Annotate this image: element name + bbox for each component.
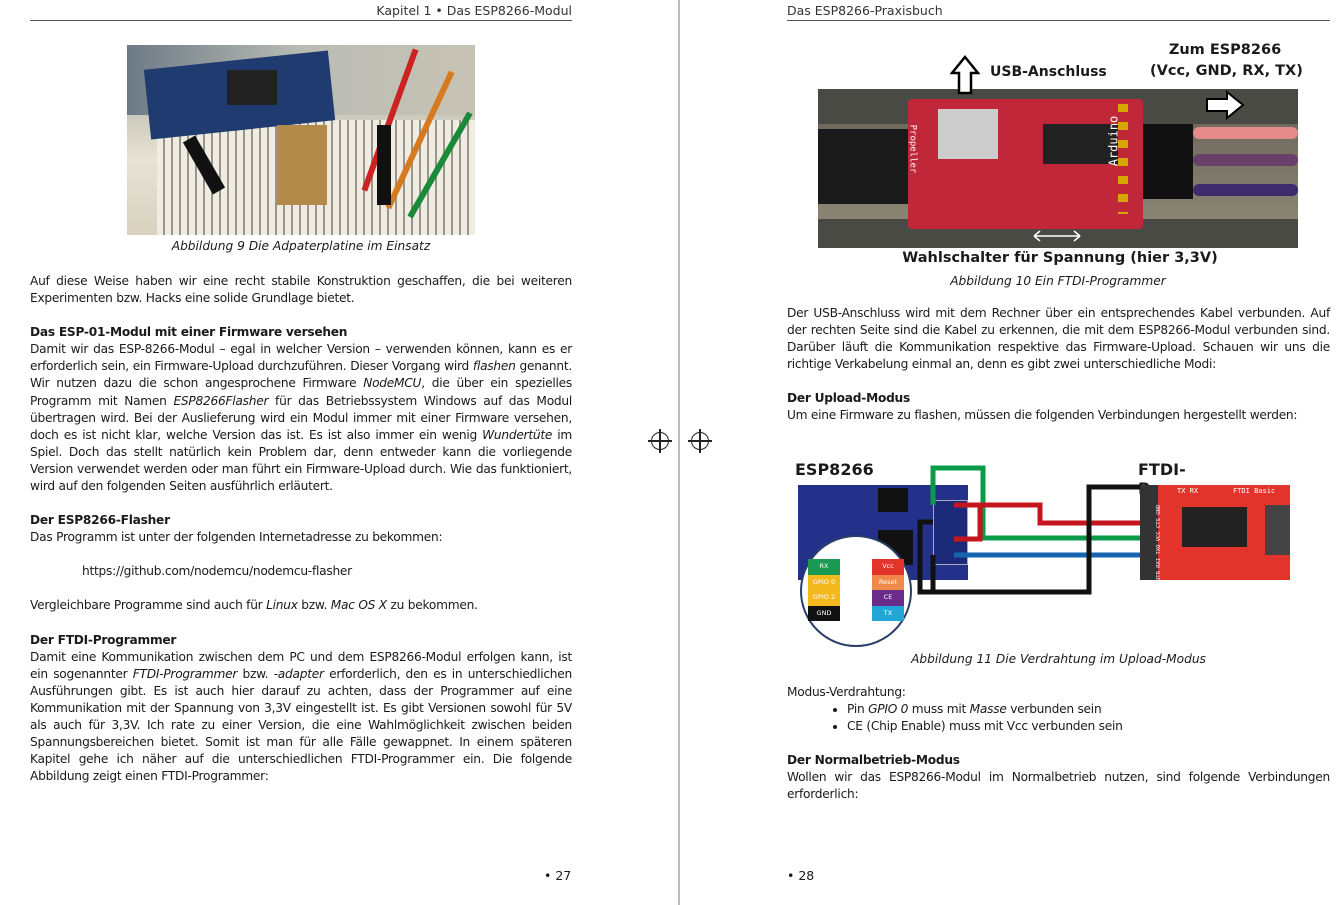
- figure-caption: Abbildung 10 Ein FTDI-Programmer: [950, 274, 1166, 288]
- paragraph: Damit wir das ESP-8266-Modul – egal in w…: [30, 341, 572, 495]
- esp-connection-label: Zum ESP8266 (Vcc, GND, RX, TX): [1150, 40, 1303, 82]
- double-arrow-icon: [1032, 228, 1082, 242]
- body-text: Auf diese Weise haben wir eine recht sta…: [30, 273, 572, 785]
- text: bzw.: [297, 598, 331, 613]
- registration-mark-icon: [688, 429, 712, 453]
- section-heading: Der FTDI-Programmer: [30, 632, 177, 647]
- emphasis: Masse: [969, 702, 1007, 717]
- pin-label: GND: [808, 605, 840, 621]
- section-heading: Der ESP8266-Flasher: [30, 513, 170, 528]
- text: für das Betriebssystem Windows auf das M…: [30, 393, 572, 442]
- pin-label: GPIO 2: [808, 590, 840, 606]
- body-text: Der USB-Anschluss wird mit dem Rechner ü…: [787, 305, 1330, 425]
- section-heading: Der Normalbetrieb-Modus: [787, 753, 960, 768]
- usb-label: USB-Anschluss: [990, 64, 1107, 80]
- paragraph: Wollen wir das ESP8266-Modul im Normalbe…: [787, 770, 1330, 802]
- led-label: TX: [1177, 487, 1186, 495]
- page-divider: [678, 0, 680, 905]
- running-header: Das ESP8266-Praxisbuch: [787, 3, 1330, 21]
- board-print: Propeller: [907, 124, 918, 174]
- pin-label: RX: [808, 559, 840, 575]
- figure-caption: Abbildung 11 Die Verdrahtung im Upload-M…: [911, 652, 1206, 666]
- breadboard-photo: [127, 45, 475, 235]
- pin-label: TX: [872, 605, 904, 621]
- emphasis: -adapter: [273, 666, 324, 681]
- text: Damit eine Kommunikation zwischen dem PC…: [30, 649, 572, 681]
- paragraph: Das Programm ist unter der folgenden Int…: [30, 530, 443, 545]
- right-arrow-icon: [1205, 89, 1245, 121]
- paragraph: Der USB-Anschluss wird mit dem Rechner ü…: [787, 306, 1330, 372]
- page-number: • 28: [787, 868, 815, 883]
- pin-label: Vcc: [872, 559, 904, 575]
- ftdi-basic-label: FTDI Basic: [1233, 487, 1276, 495]
- text: genannt. Wir nutzen dazu die schon anges…: [30, 359, 572, 391]
- paragraph: Modus-Verdrahtung:: [787, 685, 906, 699]
- emphasis: Linux: [266, 598, 298, 613]
- pin-label: VCC: [1156, 531, 1162, 542]
- led-label: RX: [1189, 487, 1199, 495]
- text: verbunden sein: [1006, 702, 1102, 717]
- text: zu bekommen.: [386, 598, 478, 613]
- emphasis: NodeMCU: [363, 376, 422, 391]
- left-page: Kapitel 1 • Das ESP8266-Modul Abbildung …: [30, 3, 672, 883]
- label-line: (Vcc, GND, RX, TX): [1150, 63, 1303, 79]
- right-page: Das ESP8266-Praxisbuch USB-Anschluss Zum…: [680, 0, 1342, 905]
- figure-caption: Abbildung 9 Die Adpaterplatine im Einsat…: [171, 239, 431, 253]
- emphasis: Wundertüte: [482, 427, 553, 442]
- pin-label: GND: [1156, 504, 1162, 515]
- emphasis: GPIO 0: [868, 702, 909, 717]
- text: Vergleichbare Programme sind auch für: [30, 598, 267, 613]
- body-text: Modus-Verdrahtung: Pin GPIO 0 muss mit M…: [787, 684, 1330, 804]
- page-number: • 27: [544, 868, 572, 883]
- text: Damit wir das ESP-8266-Modul – egal in w…: [30, 342, 572, 374]
- text: bzw.: [237, 666, 274, 681]
- text: im Spiel. Doch das stellt natürlich kein…: [30, 427, 572, 494]
- label-line: Zum ESP8266: [1168, 42, 1282, 58]
- section-heading: Der Upload-Modus: [787, 391, 910, 406]
- ftdi-pin-labels: DTR RXI TXO VCC CTS GND: [1155, 484, 1165, 581]
- list-item: Pin GPIO 0 muss mit Masse verbunden sein: [847, 701, 1330, 718]
- running-header: Kapitel 1 • Das ESP8266-Modul: [30, 3, 572, 21]
- paragraph: Damit eine Kommunikation zwischen dem PC…: [30, 649, 572, 786]
- esp-title: ESP8266: [795, 460, 874, 479]
- text: Pin: [847, 702, 869, 717]
- section-heading: Das ESP-01-Modul mit einer Firmware vers…: [30, 325, 348, 340]
- pin-label: TXO: [1156, 544, 1162, 555]
- pin-label: CE: [872, 590, 904, 606]
- text: erforderlich, den es in unterschiedliche…: [30, 666, 573, 784]
- intro-paragraph: Auf diese Weise haben wir eine recht sta…: [30, 274, 572, 306]
- paragraph: Um eine Firmware zu flashen, müssen die …: [787, 408, 1298, 423]
- pin-label: Reset: [872, 574, 904, 590]
- emphasis: flashen: [472, 359, 516, 374]
- up-arrow-icon: [949, 55, 981, 95]
- pin-label: CTS: [1156, 518, 1162, 528]
- pin-label: GPIO 0: [808, 574, 840, 590]
- wires: [917, 465, 1140, 595]
- emphasis: Mac OS X: [330, 598, 387, 613]
- board-print: Arduino: [1106, 115, 1121, 167]
- list-item: CE (Chip Enable) muss mit Vcc verbunden …: [847, 718, 1330, 735]
- text: , die über ein spezielles Programm mit N…: [30, 376, 572, 408]
- emphasis: FTDI-Programmer: [132, 666, 238, 681]
- url-text: https://github.com/nodemcu/nodemcu-flash…: [82, 564, 352, 579]
- paragraph: Vergleichbare Programme sind auch für Li…: [30, 597, 572, 614]
- text: muss mit: [908, 702, 970, 717]
- pin-label: RXI: [1156, 557, 1162, 568]
- ftdi-photo: Arduino Propeller: [818, 89, 1298, 248]
- pin-label: DTR: [1156, 571, 1162, 581]
- wiring-diagram: ESP8266 FTDI-Programmer TX RX FTDI Basic…: [795, 460, 1290, 650]
- registration-mark-icon: [648, 429, 672, 453]
- pinout-inset: RX GPIO 0 GPIO 2 GND Vcc Reset CE TX: [800, 535, 912, 647]
- switch-label: Wahlschalter für Spannung (hier 3,3V): [902, 250, 1218, 266]
- emphasis: ESP8266Flasher: [173, 393, 269, 408]
- ftdi-board: TX RX FTDI Basic: [1140, 485, 1290, 580]
- bullet-list: Pin GPIO 0 muss mit Masse verbunden sein…: [787, 701, 1330, 735]
